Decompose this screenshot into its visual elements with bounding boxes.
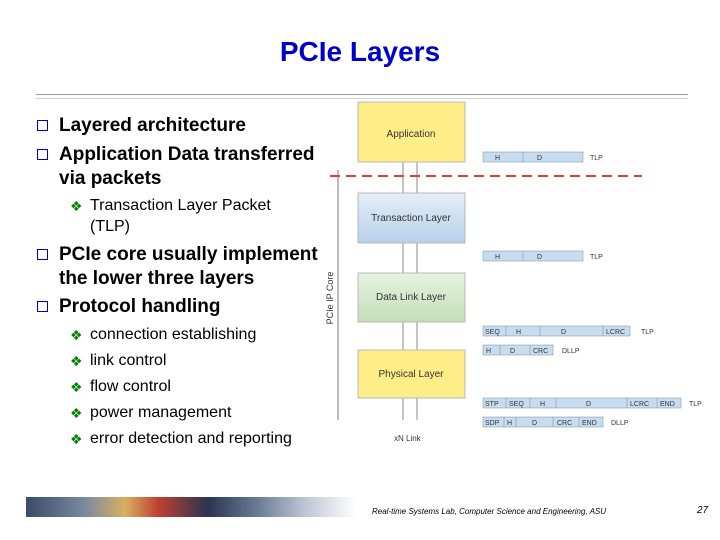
pkt-type: TLP — [641, 329, 654, 336]
square-bullet-icon — [37, 301, 48, 312]
pkt-h: H — [507, 420, 512, 427]
ip-core-label: PCIe IP Core — [325, 272, 335, 325]
diamond-bullet-icon: ❖ — [70, 431, 83, 447]
diamond-bullet-icon: ❖ — [70, 379, 83, 395]
layer-arrows — [402, 162, 418, 420]
layer-label-transaction: Transaction Layer — [371, 213, 451, 224]
pkt-crc: CRC — [557, 420, 572, 427]
packet-app: H D TLP — [482, 151, 603, 163]
pkt-seq: SEQ — [509, 401, 524, 408]
layer-label-application: Application — [387, 129, 436, 140]
diamond-bullet-icon: ❖ — [70, 353, 83, 369]
page-number: 27 — [697, 505, 709, 516]
layer-label-datalink: Data Link Layer — [376, 292, 447, 303]
pkt-type: DLLP — [611, 420, 629, 427]
pkt-seq: SEQ — [485, 329, 500, 336]
pkt-h: H — [540, 401, 545, 408]
square-bullet-icon — [37, 120, 48, 131]
diamond-bullet-icon: ❖ — [70, 327, 83, 343]
pkt-type: TLP — [590, 254, 603, 261]
layer-label-physical: Physical Layer — [378, 369, 444, 380]
pkt-end: END — [582, 420, 597, 427]
square-bullet-icon — [37, 249, 48, 260]
pkt-d: D — [561, 329, 566, 336]
packet-transaction: H D TLP — [482, 250, 603, 262]
pkt-d: D — [532, 420, 537, 427]
pkt-type: DLLP — [562, 348, 580, 355]
pkt-lcrc: LCRC — [606, 329, 625, 336]
layer-box-application — [357, 101, 466, 163]
footer-banner-image — [26, 497, 356, 517]
layer-box-physical — [357, 349, 466, 399]
pkt-h: H — [486, 348, 491, 355]
packet-datalink-dllp: H D CRC DLLP — [482, 344, 580, 356]
title-divider — [36, 94, 688, 95]
diamond-bullet-icon: ❖ — [70, 198, 83, 214]
footer-text: Real-time Systems Lab, Computer Science … — [372, 507, 607, 516]
square-bullet-icon — [37, 149, 48, 160]
pkt-stp: STP — [485, 401, 499, 408]
layer-box-transaction — [357, 192, 466, 244]
packet-physical-tlp: STP SEQ H D LCRC END TLP — [482, 397, 702, 409]
pkt-h: H — [516, 329, 521, 336]
packet-datalink-tlp: SEQ H D LCRC TLP — [482, 325, 654, 337]
pkt-h: H — [495, 155, 500, 162]
pkt-d: D — [537, 155, 542, 162]
link-label: xN Link — [394, 434, 422, 443]
diamond-bullet-icon: ❖ — [70, 405, 83, 421]
pkt-d: D — [586, 401, 591, 408]
pkt-type: TLP — [689, 401, 702, 408]
packet-physical-dllp: SDP H D CRC END DLLP — [482, 416, 629, 428]
pkt-crc: CRC — [533, 348, 548, 355]
pkt-d: D — [537, 254, 542, 261]
pkt-d: D — [510, 348, 515, 355]
pkt-lcrc: LCRC — [630, 401, 649, 408]
layer-box-datalink — [357, 272, 466, 323]
pkt-type: TLP — [590, 155, 603, 162]
title-divider-shadow — [36, 98, 688, 99]
pkt-sdp: SDP — [485, 420, 500, 427]
pkt-h: H — [495, 254, 500, 261]
slide-title: PCIe Layers — [279, 36, 441, 67]
pkt-end: END — [660, 401, 675, 408]
